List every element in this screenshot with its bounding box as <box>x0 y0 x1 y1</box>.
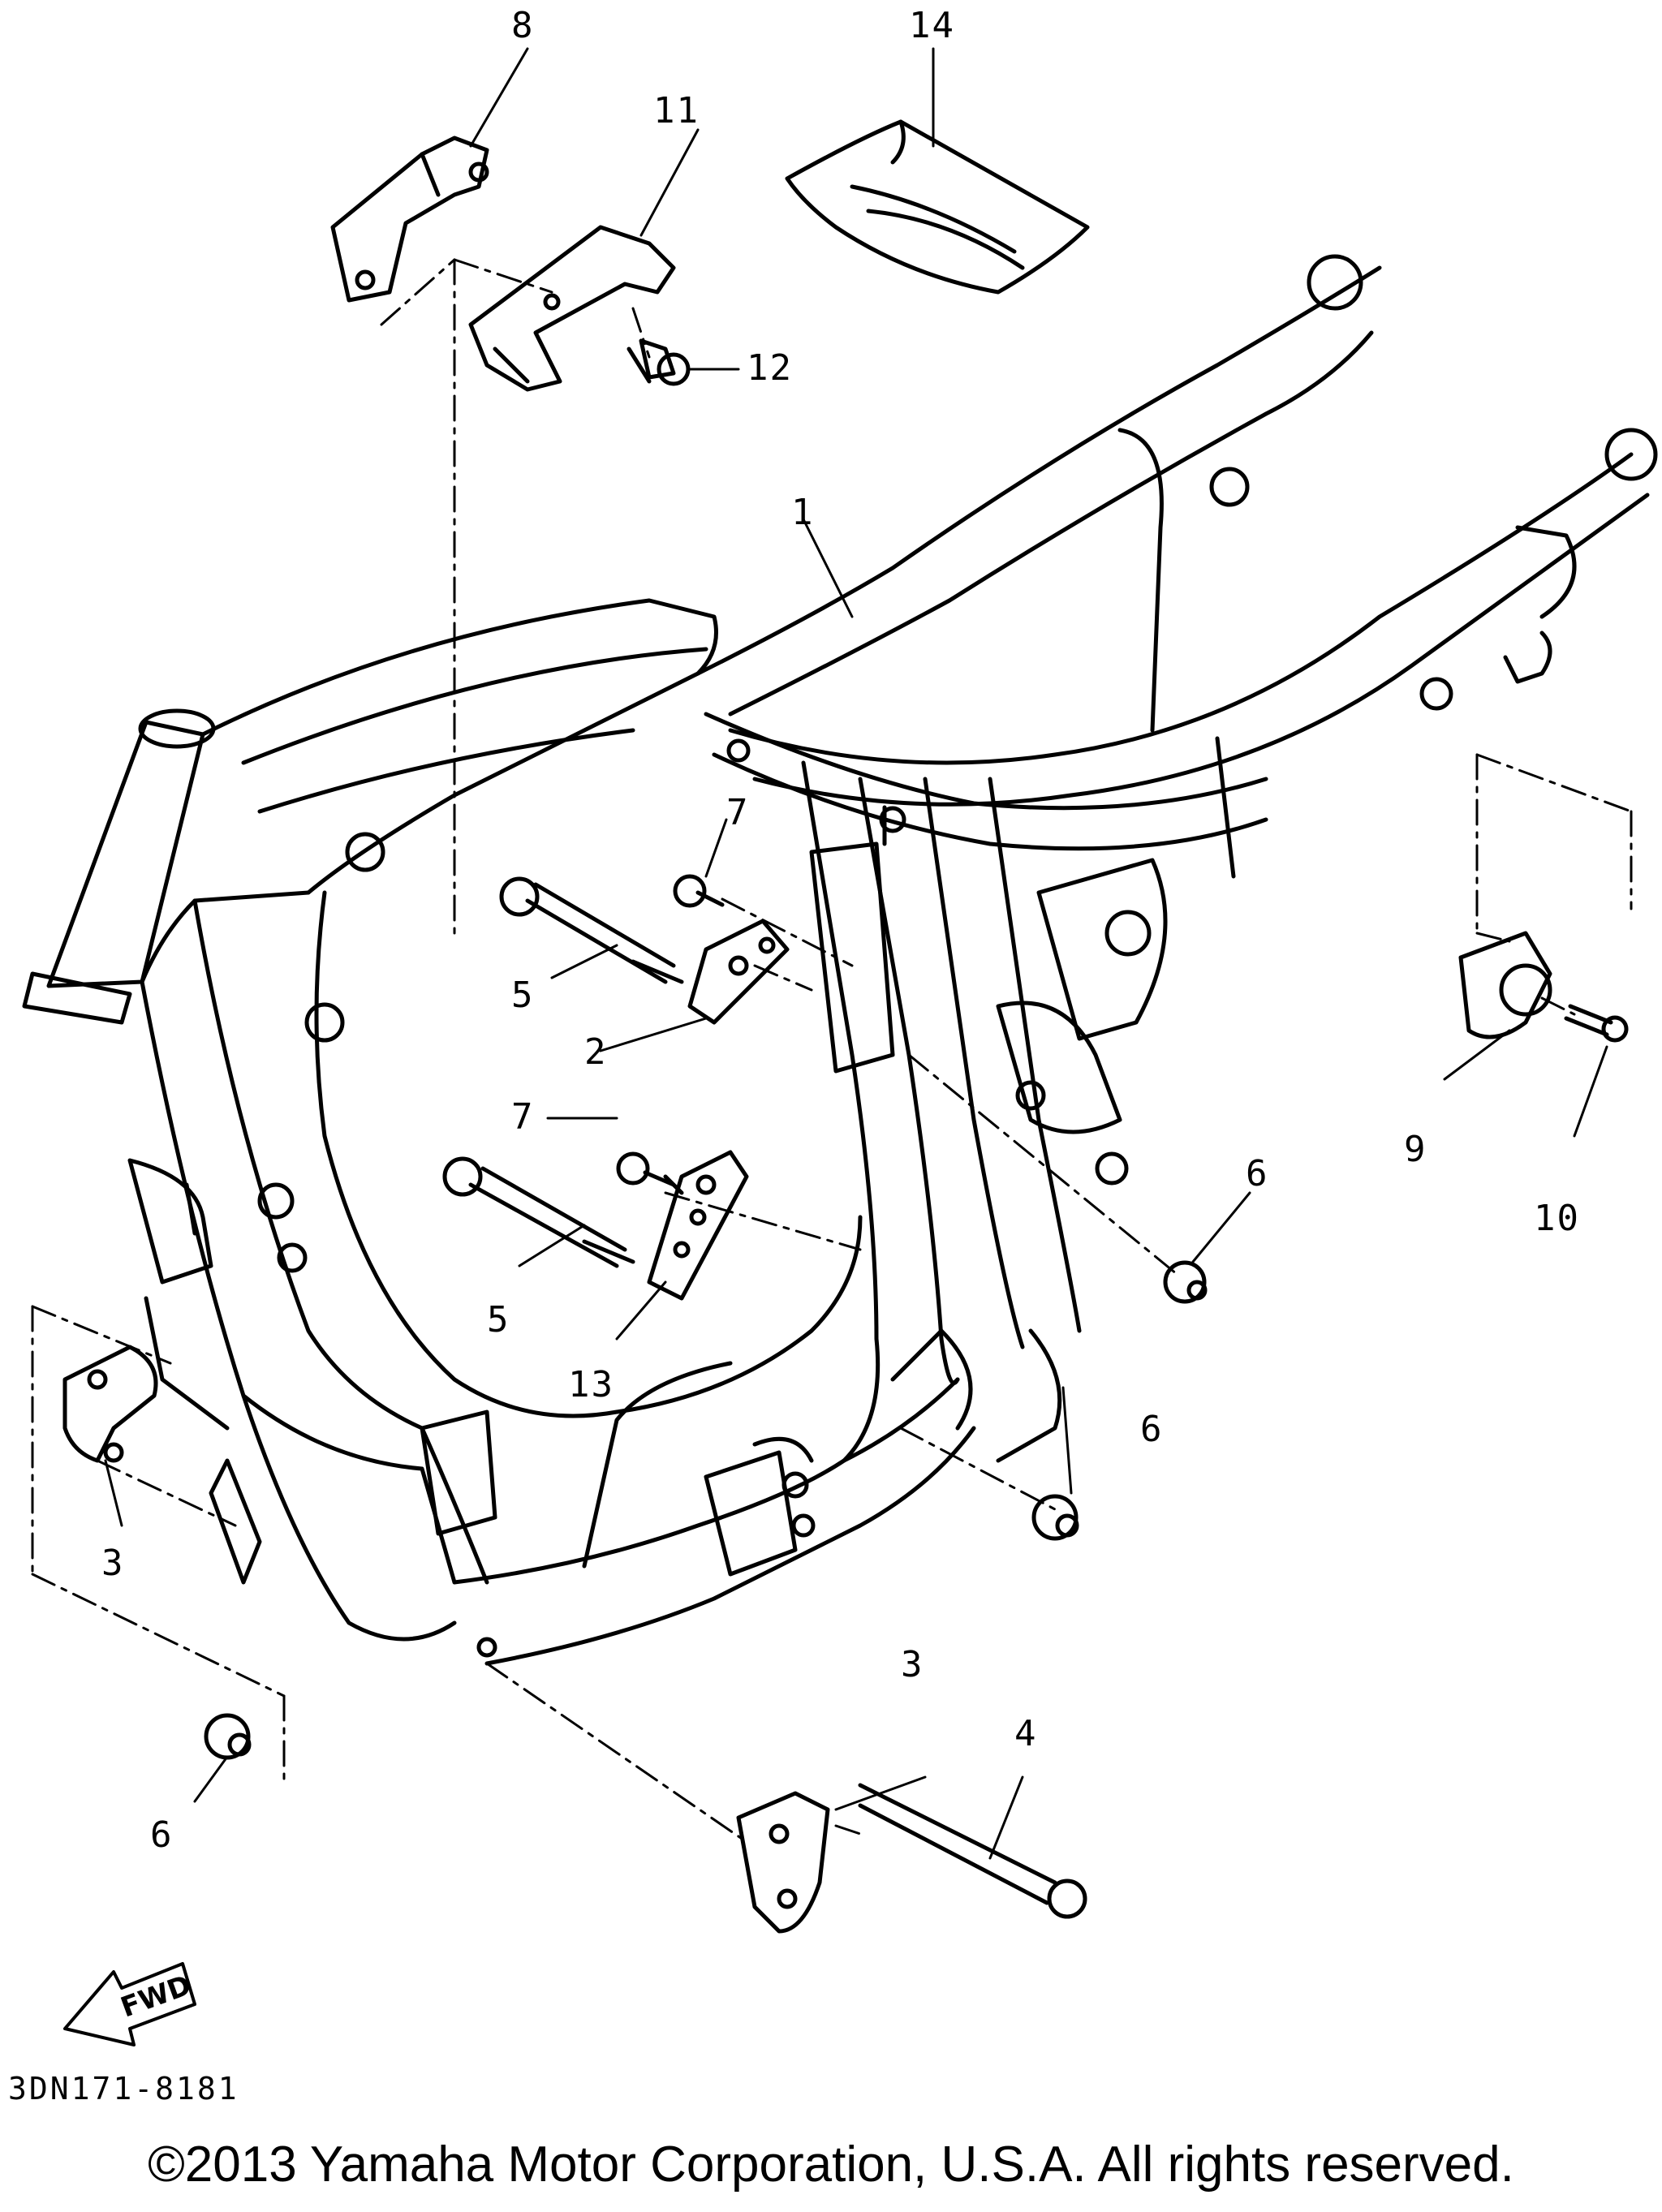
callout-1: 1 <box>791 492 815 533</box>
part-7-bolts <box>616 874 725 1187</box>
callout-13: 13 <box>568 1364 614 1405</box>
callout-11: 11 <box>653 90 700 131</box>
alignment-lines <box>31 258 1633 1844</box>
callout-14: 14 <box>909 5 955 46</box>
callout-9: 9 <box>1404 1129 1427 1170</box>
leader-lines <box>104 47 1608 1860</box>
callout-7b: 7 <box>511 1096 535 1138</box>
part-8-bracket <box>330 136 489 303</box>
fwd-arrow-icon <box>63 1962 196 2046</box>
callout-6b: 6 <box>1140 1409 1164 1450</box>
part-13-plate <box>647 1150 749 1301</box>
callout-2: 2 <box>584 1031 608 1073</box>
callout-3a: 3 <box>101 1543 125 1584</box>
callout-6c: 6 <box>1246 1153 1269 1194</box>
callout-7a: 7 <box>726 792 750 833</box>
part-11-bracket <box>468 225 676 392</box>
callout-6a: 6 <box>150 1814 174 1856</box>
callout-5b: 5 <box>487 1299 510 1341</box>
part-9-mount <box>1458 931 1552 1039</box>
part-5-bolts <box>442 876 684 1268</box>
part-4-bolt <box>858 1783 1087 1919</box>
callout-12: 12 <box>747 347 793 389</box>
main-frame <box>22 254 1658 1666</box>
callout-8: 8 <box>511 5 535 46</box>
callout-4: 4 <box>1014 1713 1038 1754</box>
part-3-brackets <box>62 1345 830 1934</box>
part-10-screw <box>1564 1004 1629 1043</box>
callout-3b: 3 <box>901 1644 924 1685</box>
part-12-bolt <box>626 338 691 386</box>
callout-10: 10 <box>1534 1198 1580 1239</box>
part-code: 3DN171-8181 <box>8 2071 239 2107</box>
part-2-plate <box>687 919 790 1025</box>
copyright-notice: ©2013 Yamaha Motor Corporation, U.S.A. A… <box>148 2137 1514 2193</box>
part-14-cover <box>785 119 1090 295</box>
part-6-nuts <box>204 1260 1208 1760</box>
callout-5a: 5 <box>511 975 535 1016</box>
